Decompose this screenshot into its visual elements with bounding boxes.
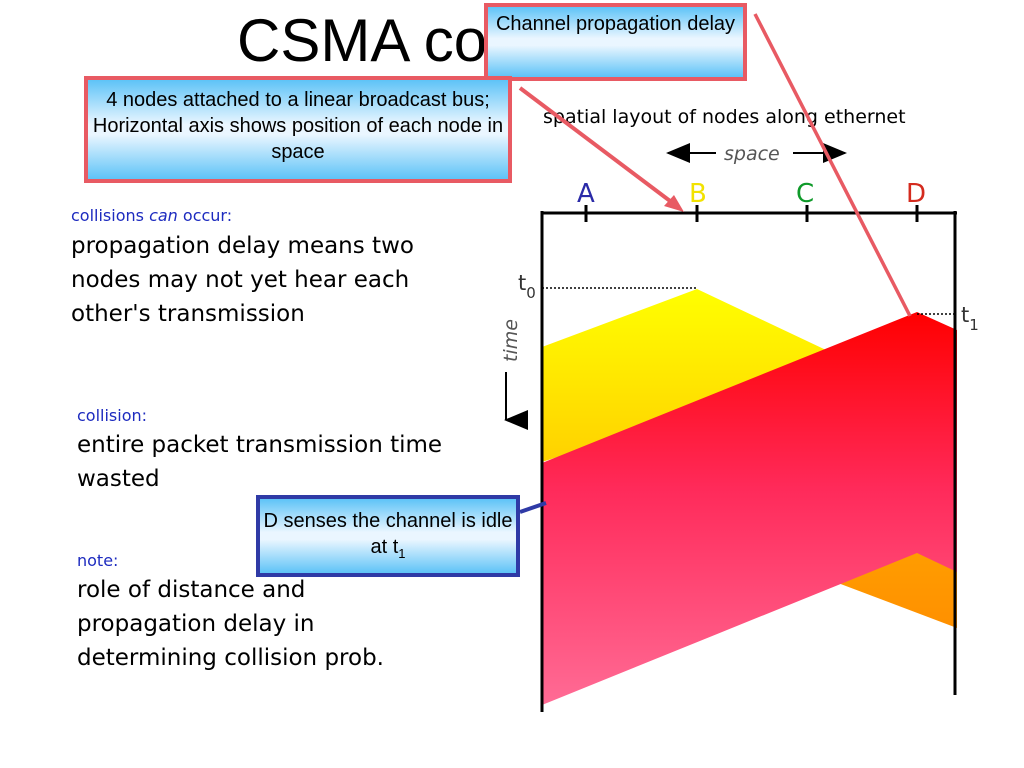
section-label-suffix: occur: [177, 206, 233, 225]
node-label-c: C [796, 179, 814, 209]
t0-label: t0 [518, 271, 536, 302]
section-text-collision: entire packet transmission time wasted [77, 432, 443, 492]
node-label-d: D [906, 179, 926, 209]
t1-label-base: t [961, 303, 969, 327]
callout-d-senses-idle: D senses the channel is idle at t1 [256, 495, 520, 577]
callout-propagation-delay: Channel propagation delay [484, 3, 747, 81]
node-label-b: B [689, 179, 707, 209]
nodes-pointer-arrowhead [664, 195, 684, 212]
section-label-collisions: collisions can occur: [71, 206, 232, 225]
callout-senses-text: D senses the channel is idle at t [263, 510, 513, 558]
section-label-em: can [149, 206, 178, 225]
propagation-pointer-line [753, 13, 912, 317]
slide-title: CSMA co [237, 7, 488, 74]
time-label: time [500, 319, 522, 362]
t1-label: t1 [961, 303, 979, 334]
t0-label-sub: 0 [526, 284, 536, 302]
node-label-a: A [577, 179, 595, 209]
callout-senses-sub: 1 [398, 546, 406, 561]
senses-pointer-line [519, 501, 547, 514]
nodes-pointer-line [518, 86, 680, 209]
t1-label-sub: 1 [969, 316, 979, 334]
section-label-prefix: collisions [71, 206, 150, 225]
section-text-collisions: propagation delay means two nodes may no… [71, 233, 414, 327]
t0-label-base: t [518, 271, 526, 295]
section-label-collision: collision: [77, 406, 148, 425]
section-text-note: role of distance and propagation delay i… [77, 577, 384, 671]
d-transmission-wedge [542, 312, 957, 705]
spatial-layout-caption: spatial layout of nodes along ethernet [543, 106, 906, 128]
section-label-note: note: [77, 551, 119, 570]
space-label: space [724, 143, 780, 165]
callout-nodes-description: 4 nodes attached to a linear broadcast b… [84, 76, 512, 183]
